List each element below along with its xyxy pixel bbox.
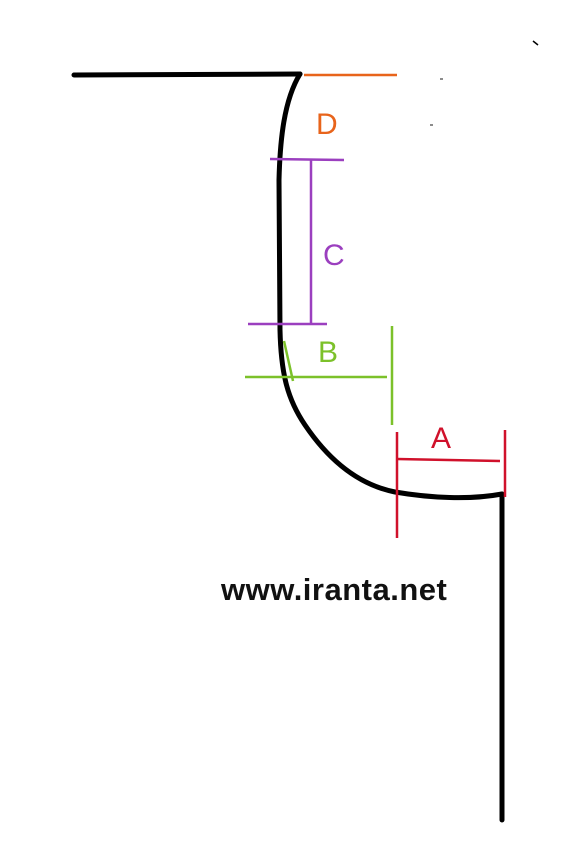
measure-a-horizontal [396, 457, 501, 463]
label-c: C [323, 239, 345, 272]
measure-c-top-tick [269, 157, 345, 162]
outline-top-edge [71, 71, 303, 78]
label-d: D [316, 108, 338, 141]
watermark-text: www.iranta.net [220, 572, 447, 607]
label-a: A [431, 422, 451, 455]
speck-1 [532, 40, 539, 46]
label-b: B [318, 336, 338, 369]
outline-curve [276, 71, 505, 501]
measure-b-slant [282, 340, 295, 382]
